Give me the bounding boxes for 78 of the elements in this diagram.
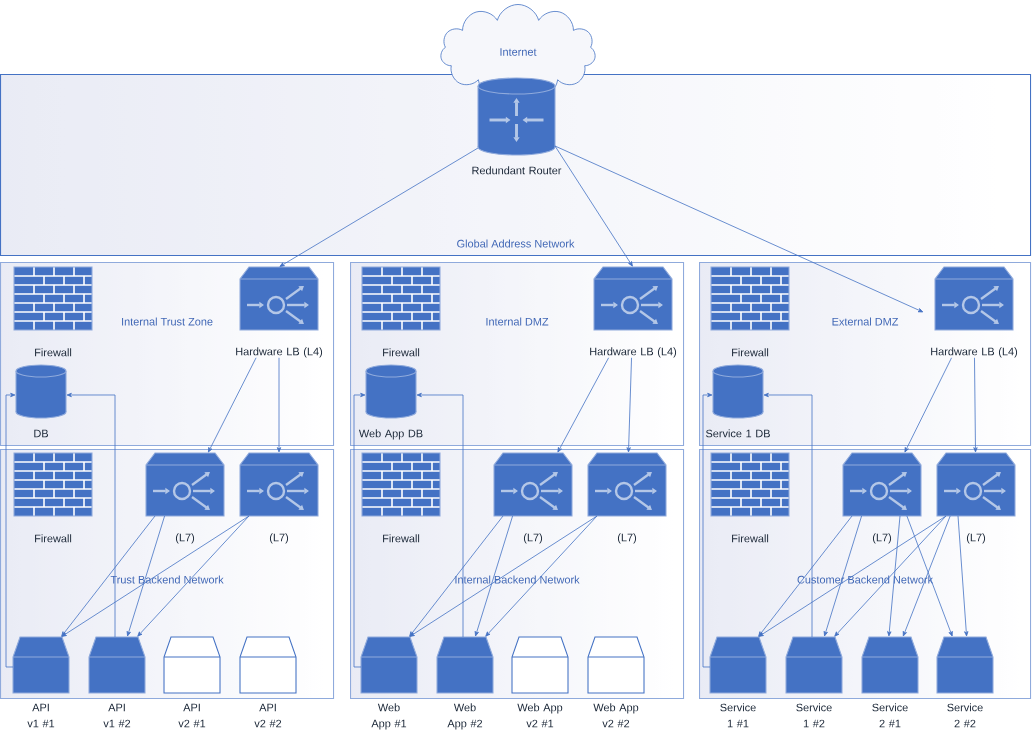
node-label: Web App #1 bbox=[371, 703, 407, 730]
node-label: Firewall bbox=[732, 534, 769, 543]
node-label: Service 2 #1 bbox=[872, 703, 908, 728]
database: Service 1 DB bbox=[706, 364, 770, 438]
arrow bbox=[485, 515, 598, 637]
load-balancer: Hardware LB (L4) bbox=[590, 266, 677, 358]
firewall: Firewall bbox=[710, 266, 790, 357]
node-label: API v2 #2 bbox=[254, 703, 282, 728]
firewall: Firewall bbox=[361, 266, 441, 357]
node-label: Web App DB bbox=[358, 429, 423, 440]
node-label: Firewall bbox=[383, 534, 420, 543]
node-label: Service 1 DB bbox=[706, 429, 770, 438]
arrow bbox=[554, 145, 924, 313]
arrow bbox=[409, 515, 504, 637]
arrow bbox=[137, 515, 250, 637]
node-label: API v1 #2 bbox=[103, 703, 131, 728]
load-balancer: (L7) bbox=[842, 452, 922, 544]
node-label: Redundant Router bbox=[472, 166, 562, 175]
node-label: (L7) bbox=[175, 533, 195, 544]
arrow bbox=[626, 357, 632, 453]
node-label: Service 2 #2 bbox=[947, 703, 983, 728]
node-label: (L7) bbox=[966, 533, 986, 544]
node-label: (L7) bbox=[269, 533, 289, 544]
node-label: Hardware LB (L4) bbox=[236, 347, 323, 358]
node-label: DB bbox=[34, 429, 49, 438]
node-label: Web App v2 #2 bbox=[593, 703, 639, 728]
firewall: Firewall bbox=[13, 452, 93, 543]
arrow bbox=[973, 357, 978, 453]
arrow bbox=[887, 515, 901, 637]
arrow bbox=[276, 357, 282, 453]
arrow bbox=[353, 392, 366, 668]
node-label: (L7) bbox=[617, 533, 637, 544]
load-balancer: Hardware LB (L4) bbox=[236, 266, 323, 358]
node-label: Web App v2 #1 bbox=[517, 703, 563, 728]
node-label: API v2 #1 bbox=[178, 703, 206, 728]
arrow bbox=[61, 515, 156, 637]
node-label: Service 1 #1 bbox=[720, 703, 756, 728]
node-label: Hardware LB (L4) bbox=[931, 347, 1018, 358]
node-label: Firewall bbox=[732, 348, 769, 357]
node-label: Firewall bbox=[383, 348, 420, 357]
firewall: Firewall bbox=[361, 452, 441, 543]
node-label: Firewall bbox=[35, 534, 72, 543]
node-label: Web App #2 bbox=[447, 703, 483, 730]
node-label: Service 1 #2 bbox=[796, 703, 832, 728]
load-balancer: (L7) bbox=[587, 452, 667, 544]
arrow bbox=[834, 515, 947, 637]
arrow bbox=[554, 145, 633, 267]
load-balancer: (L7) bbox=[936, 452, 1016, 544]
arrow bbox=[5, 392, 16, 668]
arrow bbox=[904, 357, 952, 453]
database: Web App DB bbox=[358, 364, 423, 440]
node-label: (L7) bbox=[872, 533, 892, 544]
node-label: (L7) bbox=[523, 533, 543, 544]
database: DB bbox=[15, 364, 67, 438]
firewall: Firewall bbox=[710, 452, 790, 543]
load-balancer: (L7) bbox=[145, 452, 225, 544]
node-label: API v1 #1 bbox=[27, 703, 55, 728]
arrow bbox=[763, 392, 813, 638]
node-label: Firewall bbox=[35, 348, 72, 357]
arrow bbox=[474, 515, 513, 637]
arrow bbox=[208, 357, 257, 453]
arrow bbox=[66, 392, 116, 638]
load-balancer: (L7) bbox=[493, 452, 573, 544]
arrow bbox=[823, 515, 862, 637]
arrow bbox=[557, 357, 609, 453]
arrow bbox=[61, 515, 250, 637]
arrow bbox=[758, 515, 947, 637]
arrow bbox=[279, 147, 479, 267]
arrow bbox=[702, 392, 713, 668]
node-label: Hardware LB (L4) bbox=[590, 347, 677, 358]
firewall: Firewall bbox=[13, 266, 93, 357]
load-balancer: Hardware LB (L4) bbox=[931, 266, 1018, 358]
load-balancer: (L7) bbox=[239, 452, 319, 544]
arrow bbox=[126, 515, 165, 637]
arrow bbox=[758, 515, 853, 637]
arrow bbox=[416, 392, 464, 638]
arrow bbox=[409, 515, 598, 637]
arrow bbox=[957, 515, 969, 637]
